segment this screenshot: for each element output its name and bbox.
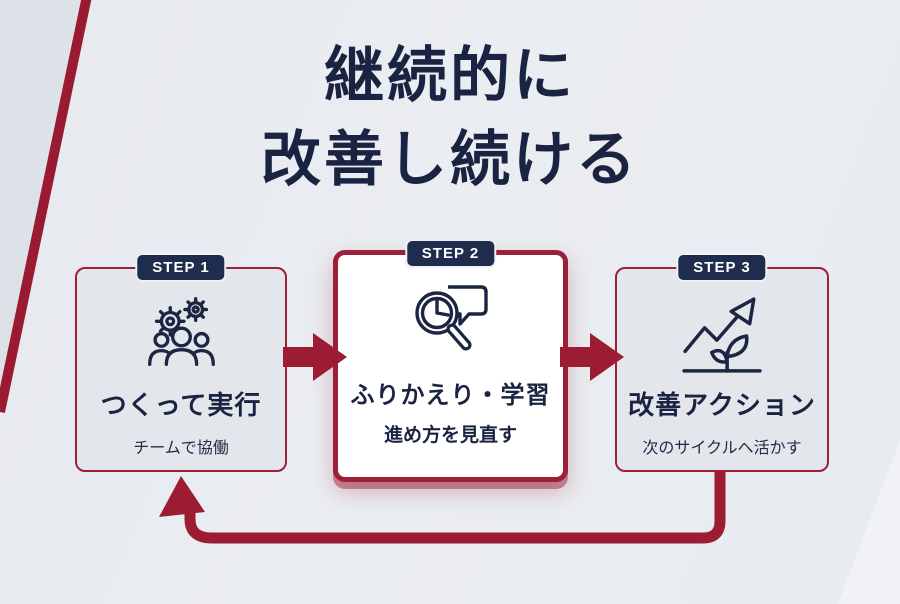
step1-title: つくって実行 — [100, 390, 262, 420]
magnifier-review-icon — [405, 277, 497, 369]
gears-team-icon — [137, 293, 225, 377]
page-title-line2: 改善し続ける — [261, 126, 639, 193]
step2-badge: STEP 2 — [404, 239, 497, 268]
growth-sprout-icon — [675, 293, 769, 377]
bottom-right-shade — [838, 440, 900, 604]
corner-ribbon-stripe — [0, 0, 92, 414]
step3-card: STEP 3 改善アクション 次のサイクルへ活かす — [615, 253, 829, 472]
step1-subtitle: チームで協働 — [133, 440, 229, 457]
page-title: 継続的に 改善し続ける — [0, 34, 900, 202]
step2-subtitle: 進め方を見直す — [383, 425, 517, 446]
step2-title: ふりかえり・学習 — [350, 382, 551, 409]
step3-badge: STEP 3 — [676, 253, 768, 282]
page-title-line1: 継続的に — [324, 42, 576, 109]
step3-title: 改善アクション — [628, 390, 816, 420]
step2-card: STEP 2 ふりかえり・学習 進め方を見直す — [333, 239, 568, 482]
arrow-step1-to-step2-icon — [283, 333, 347, 381]
arrow-step2-to-step3-icon — [560, 333, 624, 381]
step3-subtitle: 次のサイクルへ活かす — [642, 440, 802, 457]
step1-badge: STEP 1 — [135, 253, 227, 282]
step1-card: STEP 1 — [75, 253, 287, 472]
